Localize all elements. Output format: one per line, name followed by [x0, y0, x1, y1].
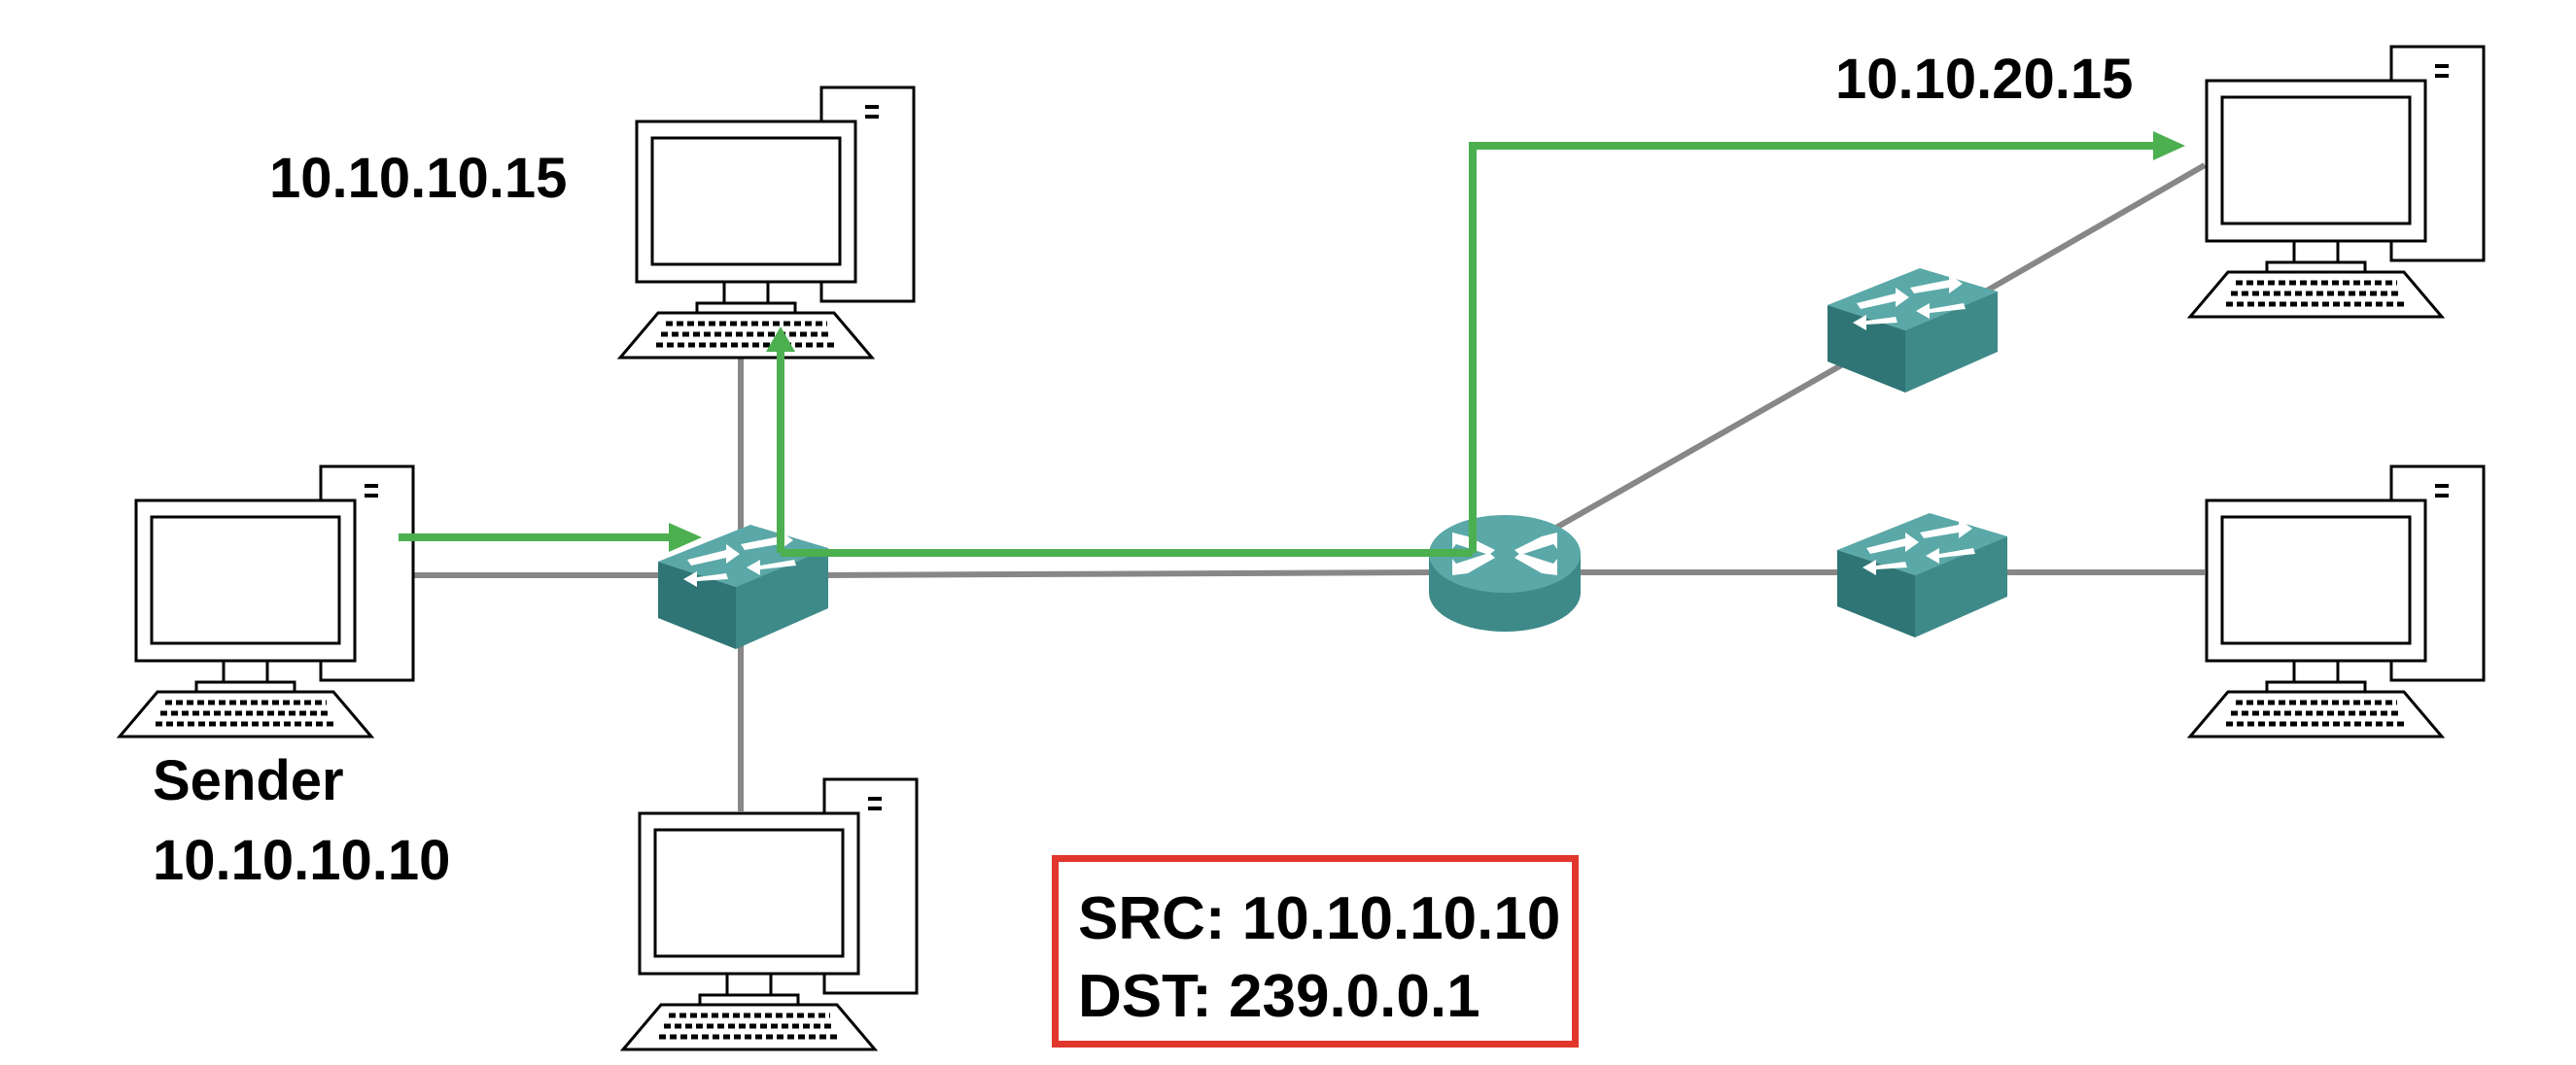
- host-bottom-computer-icon: [623, 779, 917, 1049]
- host-top-ip-label: 10.10.10.15: [269, 147, 568, 210]
- sender-computer-icon: [120, 466, 413, 737]
- router-icon: [1429, 515, 1581, 632]
- network-links: [397, 162, 2207, 811]
- packet-header-box: SRC: 10.10.10.10 DST: 239.0.0.1: [1052, 855, 1579, 1048]
- host-remote-ip-label: 10.10.20.15: [1835, 48, 2134, 111]
- switch-right-icon: [1837, 513, 2007, 637]
- sender-ip-label: 10.10.10.10: [153, 829, 451, 892]
- multicast-path: [399, 142, 2158, 557]
- multicast-arrowheads: [669, 131, 2185, 552]
- packet-src: SRC: 10.10.10.10: [1078, 885, 1561, 952]
- host-10-10-10-15-computer-icon: [620, 87, 914, 358]
- host-right-computer-icon: [2190, 466, 2484, 737]
- packet-dst: DST: 239.0.0.1: [1078, 963, 1480, 1030]
- sender-title-label: Sender: [153, 749, 344, 812]
- switch-top-right-icon: [1828, 268, 1998, 393]
- host-10-10-20-15-computer-icon: [2190, 47, 2484, 317]
